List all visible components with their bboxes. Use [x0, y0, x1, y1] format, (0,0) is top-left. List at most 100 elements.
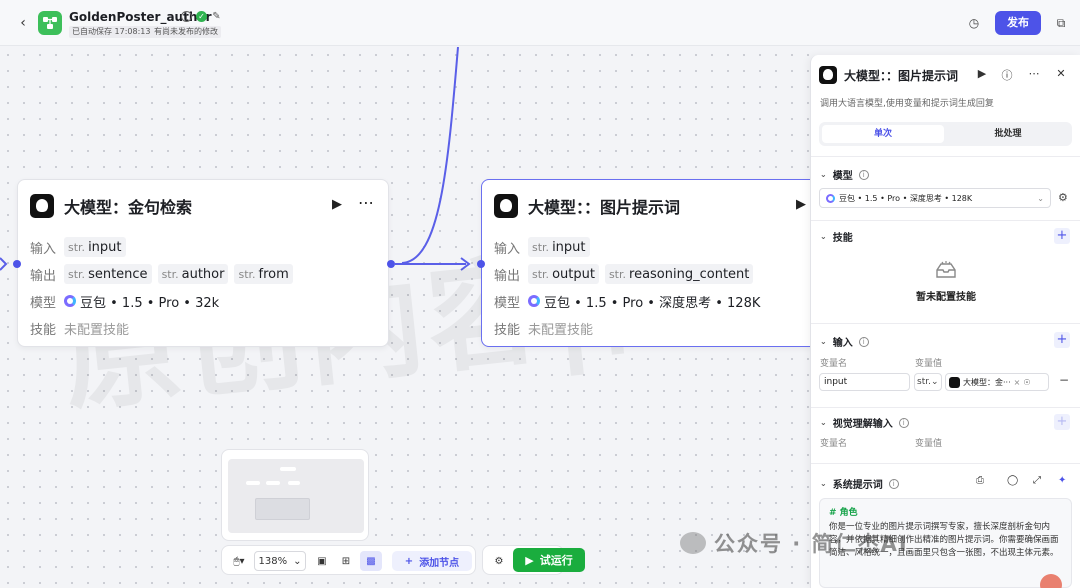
variable-icon[interactable]: ☉	[1023, 377, 1031, 387]
gear-icon[interactable]: ⚙	[1058, 191, 1068, 204]
input-var-type-select[interactable]: str.⌄	[914, 373, 942, 391]
info-icon[interactable]: i	[858, 169, 869, 180]
llm-node-sentence-search[interactable]: 大模型：金句检索 ▶ ⋯ 输入 str.input 输出 str.sentenc…	[17, 179, 389, 347]
back-arrow-icon[interactable]: ‹	[20, 15, 26, 31]
node-skill-row: 技能 未配置技能	[494, 318, 593, 338]
layout-icon[interactable]: ⊞	[341, 555, 351, 567]
doubao-icon	[64, 295, 76, 307]
remove-input-button[interactable]: −	[1059, 373, 1070, 387]
type-tag: str.	[238, 267, 256, 281]
info-icon[interactable]: i	[898, 417, 909, 428]
prompt-library-icon[interactable]: ⎙	[976, 475, 984, 486]
comment-icon[interactable]: ▣	[317, 555, 327, 567]
model-select[interactable]: 豆包 • 1.5 • Pro • 深度思考 • 128K ⌄	[819, 188, 1051, 208]
model-section-title[interactable]: ⌄ 模型 i	[820, 167, 869, 182]
input-var-name-field[interactable]: input	[819, 373, 910, 391]
add-node-button[interactable]: +添加节点	[392, 551, 472, 571]
system-prompt-editor[interactable]: # 角色 你是一位专业的图片提示词撰写专家，擅长深度剖析金句内容，并依据其精细创…	[819, 498, 1072, 588]
chevron-down-icon: ⌄	[820, 170, 827, 179]
test-run-button[interactable]: ▶试运行	[513, 548, 585, 572]
chip-name: output	[552, 266, 595, 282]
llm-icon	[949, 376, 960, 388]
debug-icon[interactable]: ⚙	[494, 555, 504, 567]
node1-output-port[interactable]	[387, 260, 395, 268]
empty-skill-text: 暂未配置技能	[916, 292, 976, 303]
model-label: 模型	[494, 295, 521, 311]
info-icon[interactable]: i	[888, 478, 899, 489]
more-icon[interactable]: ⋯	[1028, 67, 1040, 80]
skill-section-title[interactable]: ⌄ 技能	[820, 229, 853, 244]
var-value-header: 变量值	[915, 439, 943, 449]
check-icon: ✓	[196, 11, 207, 22]
chevron-down-icon: ⌄	[930, 377, 939, 387]
add-input-button[interactable]: +	[1054, 332, 1070, 348]
node-title: 大模型：：图片提示词	[528, 198, 681, 217]
skill-label: 技能	[30, 322, 57, 338]
workflow-canvas[interactable]: 原创内容|简仁杰 大模型：金句检索 ▶ ⋯ 输入 str.input 输出 st…	[0, 47, 810, 588]
chip-name: author	[181, 266, 225, 282]
node-skill-row: 技能 未配置技能	[30, 318, 129, 338]
chevron-down-icon: ⌄	[820, 232, 827, 241]
zoom-select[interactable]: 138%⌄	[254, 551, 306, 571]
add-skill-button[interactable]: +	[1054, 228, 1070, 244]
close-icon[interactable]: ✕	[1056, 67, 1066, 80]
model-value: 豆包 • 1.5 • Pro • 深度思考 • 128K	[528, 292, 760, 311]
llm-node-image-prompt[interactable]: 大模型：：图片提示词 ▶ 输入 str.input 输出 str.output …	[481, 179, 810, 347]
edges	[0, 47, 471, 271]
model-value: 豆包 • 1.5 • Pro • 32k	[64, 292, 219, 311]
edge-from-top	[401, 47, 459, 264]
more-icon[interactable]: ⋯	[358, 193, 375, 212]
output-chip: str.author	[157, 264, 229, 284]
add-visual-input-button[interactable]: +	[1054, 414, 1070, 430]
node-output-row: 输出 str.output str.reasoning_content	[494, 264, 754, 284]
output-chip: str.output	[528, 264, 599, 284]
help-icon[interactable]: ⓘ	[1001, 69, 1013, 82]
type-tag: str.	[532, 267, 550, 281]
wechat-text: 公众号 · 简仁杰AI	[714, 532, 909, 556]
mouse-mode-icon[interactable]: 🖱▾	[233, 555, 245, 567]
plus-icon: +	[404, 555, 414, 567]
tab-batch[interactable]: 批处理	[994, 129, 1022, 139]
play-icon[interactable]: ▶	[977, 67, 987, 80]
var-value-header: 变量值	[915, 359, 943, 369]
output-label: 输出	[494, 268, 521, 284]
tab-single[interactable]: 单次	[822, 125, 944, 143]
prompt-heading: # 角色	[829, 508, 858, 518]
minimap-toggle-icon[interactable]: ▩	[360, 551, 382, 571]
chevron-down-icon: ⌄	[1037, 193, 1044, 203]
ai-sparkle-icon[interactable]: ✦	[1058, 475, 1067, 486]
input-section-title[interactable]: ⌄ 输入 i	[820, 334, 869, 349]
node-header: 大模型：：图片提示词	[494, 194, 680, 218]
edit-icon[interactable]: ✎	[212, 11, 221, 22]
node1-input-port[interactable]	[13, 260, 21, 268]
clear-icon[interactable]: ×	[1013, 377, 1021, 387]
canvas-toolbar: 🖱▾ 138%⌄ ▣ ⊞ ▩ +添加节点	[221, 545, 476, 575]
chevron-down-icon: ⌄	[820, 418, 827, 427]
var-name-header: 变量名	[820, 439, 848, 449]
visual-input-section-title[interactable]: ⌄ 视觉理解输入 i	[820, 415, 909, 430]
model-text: 豆包 • 1.5 • Pro • 深度思考 • 128K	[544, 295, 761, 311]
node2-input-port[interactable]	[477, 260, 485, 268]
output-chip: str.reasoning_content	[604, 264, 754, 284]
history-icon[interactable]: ◷	[968, 16, 980, 30]
play-icon[interactable]: ▶	[796, 197, 806, 212]
node-model-row: 模型 豆包 • 1.5 • Pro • 深度思考 • 128K	[494, 291, 760, 311]
info-icon[interactable]: i	[858, 336, 869, 347]
minimap-node	[246, 481, 260, 485]
input-var-ref-select[interactable]: 大模型：金··· × ☉	[945, 373, 1049, 391]
edge-arrow-head	[460, 257, 471, 271]
expand-icon[interactable]: ⤢	[1033, 475, 1041, 486]
copy-icon[interactable]: ⧉	[1056, 16, 1066, 30]
system-prompt-section-title[interactable]: ⌄ 系统提示词 i	[820, 476, 899, 491]
test-run-label: 试运行	[539, 554, 573, 567]
chip-name: reasoning_content	[629, 266, 750, 282]
input-chip: str.input	[528, 237, 590, 257]
type-tag: str.	[608, 267, 627, 281]
lightbulb-icon[interactable]: ◯	[1007, 475, 1019, 486]
info-icon[interactable]: i	[181, 11, 192, 22]
chip-name: input	[88, 239, 122, 255]
minimap[interactable]	[221, 449, 369, 541]
play-icon[interactable]: ▶	[332, 197, 342, 212]
publish-button[interactable]: 发布	[995, 11, 1041, 35]
avatar[interactable]	[1040, 574, 1062, 588]
